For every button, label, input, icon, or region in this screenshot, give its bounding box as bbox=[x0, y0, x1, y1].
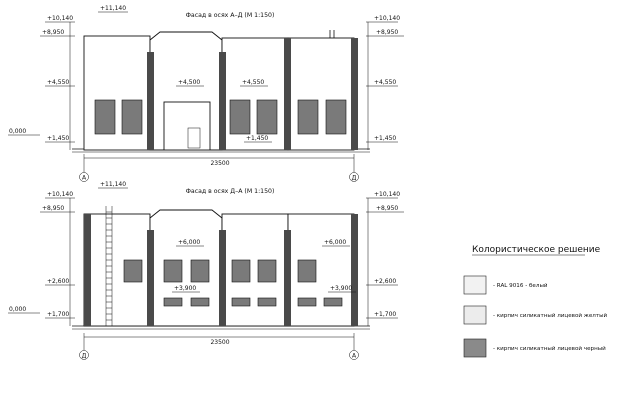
dimension-text: 23500 bbox=[210, 160, 229, 167]
level-marks-left: +10,140 +8,950 +4,550 0,000 +1,450 bbox=[8, 15, 75, 150]
window-low bbox=[297, 297, 317, 307]
axis-bubble bbox=[79, 172, 89, 182]
level-marks-right: +10,140 +8,950 +2,600 +1,700 bbox=[366, 191, 404, 326]
level-mark: +6,000 bbox=[324, 239, 346, 246]
elevation-top: Фасад в осях А–Д (М 1:150) 23500 bbox=[8, 5, 404, 182]
brick-pilaster bbox=[284, 38, 291, 150]
window-low bbox=[163, 297, 183, 307]
level-mark: +8,950 bbox=[42, 29, 64, 36]
gate bbox=[163, 101, 211, 151]
brick-pilaster bbox=[84, 214, 91, 326]
window bbox=[256, 99, 278, 135]
level-mark: +1,700 bbox=[47, 311, 69, 318]
level-mark: +3,900 bbox=[330, 285, 352, 292]
window bbox=[257, 259, 277, 283]
legend: Колористическое решение - RAL 9016 - бел… bbox=[463, 245, 608, 358]
window bbox=[325, 99, 347, 135]
legend-label: - RAL 9016 - белый bbox=[493, 282, 548, 289]
level-mark: +8,950 bbox=[376, 29, 398, 36]
window bbox=[297, 259, 317, 283]
level-mark: +4,550 bbox=[47, 79, 69, 86]
brick-pilaster bbox=[147, 230, 154, 326]
level-mark: +8,950 bbox=[42, 205, 64, 212]
brick-pilaster bbox=[219, 230, 226, 326]
axis-label: А bbox=[82, 175, 87, 182]
level-mark: +4,550 bbox=[374, 79, 396, 86]
brick-pilaster bbox=[351, 38, 358, 150]
level-mark: +11,140 bbox=[100, 181, 126, 188]
window bbox=[121, 99, 143, 135]
level-marks-right: +10,140 +8,950 +4,550 +1,450 bbox=[366, 15, 404, 150]
window-low bbox=[257, 297, 277, 307]
legend-title: Колористическое решение bbox=[472, 245, 601, 255]
axis-label: А bbox=[352, 353, 357, 360]
level-mark: +11,140 bbox=[100, 5, 126, 12]
legend-swatch-black bbox=[463, 338, 487, 358]
level-marks-left: +10,140 +8,950 +2,600 0,000 +1,700 bbox=[8, 191, 75, 326]
window bbox=[123, 259, 143, 283]
window bbox=[190, 259, 210, 283]
window bbox=[229, 99, 251, 135]
level-mark: +10,140 bbox=[374, 191, 400, 198]
level-mark: +1,450 bbox=[374, 135, 396, 142]
legend-label: - кирпич силикатный лицевой желтый bbox=[493, 312, 608, 319]
elevation-bottom: Фасад в осях Д–А (М 1:150) bbox=[8, 181, 404, 360]
brick-pilaster bbox=[284, 230, 291, 326]
level-mark: +10,140 bbox=[47, 191, 73, 198]
axis-bubble bbox=[79, 350, 89, 360]
elevation-top-title: Фасад в осях А–Д (М 1:150) bbox=[186, 12, 275, 19]
level-mark: +10,140 bbox=[374, 15, 400, 22]
brick-pilaster bbox=[147, 52, 154, 150]
level-mark: +10,140 bbox=[47, 15, 73, 22]
level-mark: +2,600 bbox=[47, 278, 69, 285]
level-mark: 0,000 bbox=[9, 128, 26, 135]
legend-label: - кирпич силикатный лицевой черный bbox=[493, 345, 606, 352]
level-mark: 0,000 bbox=[9, 306, 26, 313]
axis-bubble bbox=[349, 350, 359, 360]
level-mark: +2,600 bbox=[374, 278, 396, 285]
gate-door bbox=[187, 127, 201, 149]
roof-ladder bbox=[105, 206, 113, 326]
dimension-text: 23500 bbox=[210, 339, 229, 346]
legend-swatch-white bbox=[463, 275, 487, 295]
level-mark: +1,450 bbox=[47, 135, 69, 142]
wall-bay-2 bbox=[149, 209, 223, 327]
brick-pilaster bbox=[219, 52, 226, 150]
level-mark: +1,450 bbox=[246, 135, 268, 142]
legend-swatch-yellow bbox=[463, 305, 487, 325]
window bbox=[163, 259, 183, 283]
axis-label: Д bbox=[82, 353, 87, 360]
axis-label: Д bbox=[352, 175, 357, 182]
window-low bbox=[190, 297, 210, 307]
window bbox=[297, 99, 319, 135]
window bbox=[94, 99, 116, 135]
window-low bbox=[231, 297, 251, 307]
level-mark: +1,700 bbox=[374, 311, 396, 318]
level-mark: +8,950 bbox=[376, 205, 398, 212]
brick-pilaster bbox=[351, 214, 358, 326]
axis-bubble bbox=[349, 172, 359, 182]
window-low bbox=[323, 297, 343, 307]
level-mark: +4,500 bbox=[178, 79, 200, 86]
level-mark: +4,550 bbox=[242, 79, 264, 86]
window bbox=[231, 259, 251, 283]
level-mark: +6,000 bbox=[178, 239, 200, 246]
level-mark: +3,900 bbox=[174, 285, 196, 292]
elevation-bottom-title: Фасад в осях Д–А (М 1:150) bbox=[186, 188, 275, 195]
